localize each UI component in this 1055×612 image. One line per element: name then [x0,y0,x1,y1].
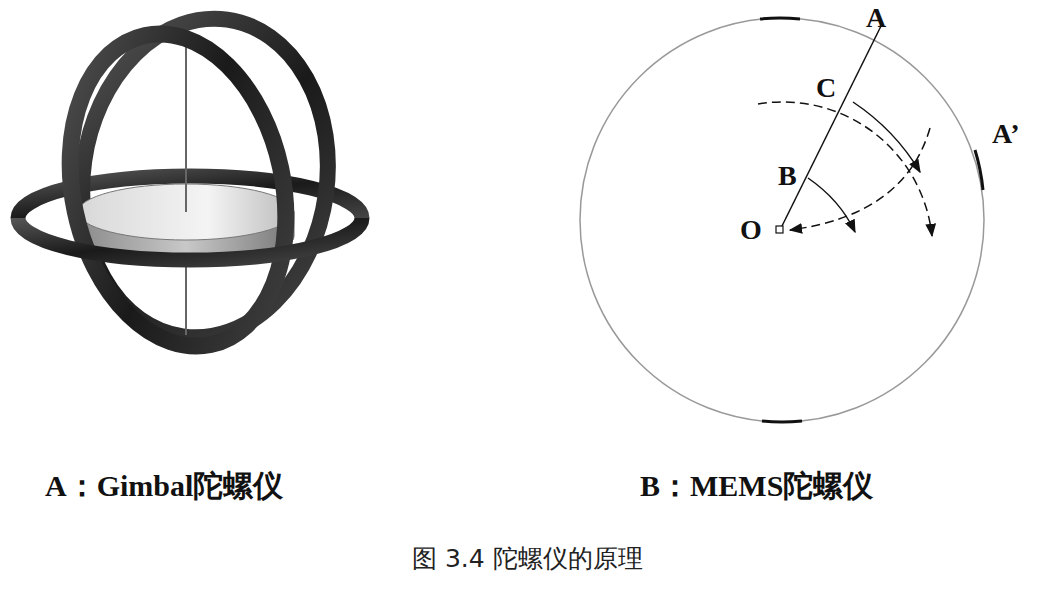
point-label: C [816,72,836,104]
gimbal-drawing [18,3,362,367]
point-label: O [740,214,762,246]
figure-caption: 图 3.4 陀螺仪的原理 [412,543,643,575]
mems-drawing [580,18,984,422]
point-label: B [778,160,797,192]
subfigure-label: A：Gimbal陀螺仪 [45,468,283,504]
point-label: A [866,2,886,34]
point-label: A’ [992,118,1019,150]
subfigure-label: B：MEMS陀螺仪 [640,468,873,504]
